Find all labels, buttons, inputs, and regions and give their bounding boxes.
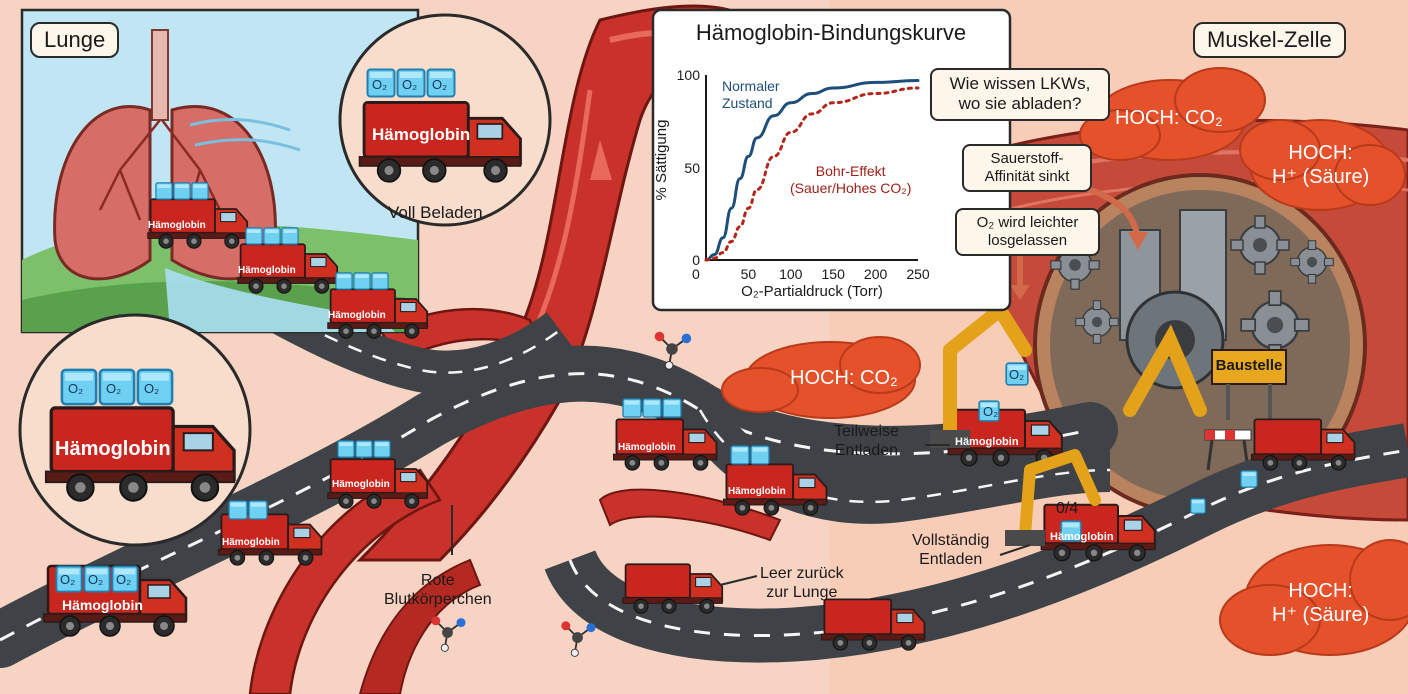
label-zero-of-four: 0/4	[1056, 500, 1079, 517]
o2-label: O₂	[983, 404, 998, 419]
robot-arms	[930, 303, 1101, 546]
o2-label: O₂	[1009, 367, 1024, 382]
truck-labels: Hämoglobin Hämoglobin Hämoglobin Hämoglo…	[55, 125, 1114, 613]
o2-label: O₂	[372, 77, 387, 92]
truck-label: Hämoglobin	[332, 479, 390, 490]
cloud-co2-top: HOCH: CO₂	[1115, 107, 1223, 129]
construction-site-sign: Baustelle	[1215, 357, 1283, 374]
x-tick-label: 150	[821, 266, 845, 282]
o2-label: O₂	[60, 572, 75, 587]
y-tick-label: 0	[692, 252, 700, 268]
o2-label: O₂	[144, 381, 159, 396]
blood-vessels	[248, 4, 782, 694]
zoom-full-truck	[338, 13, 552, 227]
roads	[0, 219, 1408, 668]
x-tick-label: 50	[740, 266, 757, 282]
o2-label: O₂	[402, 77, 417, 92]
truck-label: Hämoglobin	[372, 125, 470, 144]
region-label-lung: Lunge	[30, 22, 120, 58]
truck-label: Hämoglobin	[728, 486, 786, 497]
chart-axes	[705, 75, 918, 261]
cloud-h-bottom: HOCH:H⁺ (Säure)	[1272, 580, 1370, 626]
y-tick-label: 50	[684, 159, 700, 176]
truck-label: Hämoglobin	[62, 597, 143, 613]
origin-tick-label: 0	[692, 266, 700, 282]
clouds	[721, 67, 1408, 656]
x-tick-label: 200	[863, 266, 888, 282]
truck-label: Hämoglobin	[1050, 531, 1114, 543]
x-tick-label: 100	[779, 266, 803, 282]
chart-x-axis-label: O₂-Partialdruck (Torr)	[741, 283, 883, 300]
truck-label: Hämoglobin	[148, 220, 206, 231]
region-label-muscle: Muskel-Zelle	[1193, 22, 1346, 58]
truck-label: Hämoglobin	[238, 265, 296, 276]
truck-label: Hämoglobin	[55, 438, 171, 460]
o2-label: O₂	[106, 381, 121, 396]
label-full: Voll Beladen	[388, 203, 483, 222]
cloud-h-top: HOCH:H⁺ (Säure)	[1272, 142, 1370, 188]
truck-label: Hämoglobin	[328, 310, 386, 321]
truck-label: Hämoglobin	[618, 442, 676, 453]
truck-label: Hämoglobin	[955, 436, 1019, 448]
binding-curve-chart	[651, 8, 1012, 312]
bohr-curve	[704, 86, 920, 262]
o2-label: O₂	[88, 572, 103, 587]
o2-label: O₂	[432, 77, 447, 92]
cloud-co2-mid: HOCH: CO₂	[790, 367, 898, 389]
cargo-labels: O₂ O₂ O₂ O₂ O₂ O₂ O₂ O₂ O₂ O₂ O₂	[60, 77, 1024, 587]
question-callout: Wie wissen LKWs,wo sie abladen?	[930, 68, 1110, 121]
chart-title: Hämoglobin-Bindungskurve	[695, 20, 967, 45]
zoom-left-truck	[18, 313, 252, 547]
affinity-callout: Sauerstoff-Affinität sinkt	[962, 144, 1092, 192]
o2-label: O₂	[68, 381, 83, 396]
truck-label: Hämoglobin	[222, 537, 280, 548]
x-tick-label: 250	[906, 266, 930, 282]
y-tick-label: 100	[676, 67, 700, 83]
normal-curve	[704, 79, 920, 262]
o2-label: O₂	[116, 572, 131, 587]
chart-y-axis-label: % Sättigung	[653, 119, 671, 201]
bohr-series-label: Bohr-Effekt(Sauer/Hohes CO₂)	[790, 163, 912, 196]
